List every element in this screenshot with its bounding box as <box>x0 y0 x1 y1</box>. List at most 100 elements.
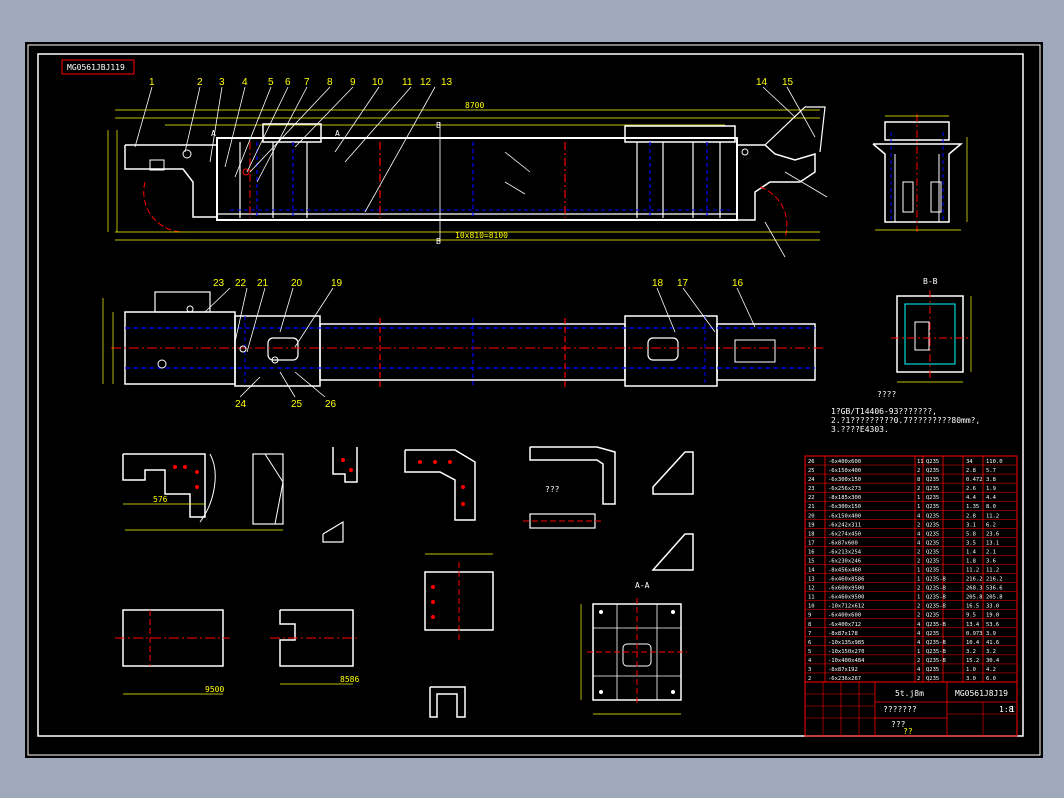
bom-cell: 15 <box>808 558 815 564</box>
bom-cell: -6x400x600 <box>828 459 861 465</box>
svg-text:17: 17 <box>677 278 689 289</box>
bom-cell: 9 <box>808 613 811 619</box>
title-part-name: 5t.j8m <box>895 689 924 698</box>
bom-cell: 10.4 <box>966 640 980 646</box>
bom-cell: 23.6 <box>986 531 999 537</box>
bom-cell: 1 <box>917 577 920 583</box>
bom-cell: 25 <box>808 468 815 474</box>
bom-cell: 2 <box>917 676 920 682</box>
svg-text:3.????E4303.: 3.????E4303. <box>831 425 889 434</box>
bom-cell: -10x400x484 <box>828 658 865 664</box>
svg-text:19: 19 <box>331 278 343 289</box>
bom-cell: 16.5 <box>966 604 979 610</box>
svg-text:9500: 9500 <box>205 685 224 694</box>
bom-cell: 11.2 <box>966 568 979 574</box>
bom-cell: Q235 <box>926 468 939 474</box>
bom-cell: 13 <box>808 577 815 583</box>
bom-cell: 4 <box>917 640 921 646</box>
bom-cell: 9.5 <box>966 613 976 619</box>
svg-text:13: 13 <box>441 77 453 88</box>
bom-cell: Q235 <box>926 531 939 537</box>
bom-cell: 4 <box>808 658 812 664</box>
bom-cell: 1.9 <box>986 486 996 492</box>
bom-cell: 16 <box>808 549 815 555</box>
bom-cell: -6x400x600 <box>828 613 861 619</box>
dim-overall: 8700 <box>465 101 484 110</box>
svg-text:23: 23 <box>213 278 225 289</box>
bom-cell: 5.8 <box>966 531 976 537</box>
bom-cell: Q235 <box>926 613 939 619</box>
bom-cell: 0.973 <box>966 631 983 637</box>
title-line2: ??????? <box>883 705 917 714</box>
bom-cell: 4 <box>917 540 921 546</box>
bom-cell: Q235 <box>926 667 939 673</box>
bom-cell: 11 <box>808 595 815 601</box>
bom-cell: Q235-B <box>926 649 947 655</box>
svg-text:11: 11 <box>402 77 413 88</box>
bom-cell: 6 <box>808 640 811 646</box>
bom-cell: Q235 <box>926 522 939 528</box>
svg-text:8586: 8586 <box>340 675 359 684</box>
bom-cell: Q235 <box>926 631 939 637</box>
svg-text:8: 8 <box>327 77 333 88</box>
bom-cell: 205.8 <box>986 595 1003 601</box>
bom-cell: Q235 <box>926 459 939 465</box>
dim-bottom: 10x810=8100 <box>455 231 508 240</box>
balloon-labels-front: 1 2 3 4 5 6 7 8 9 10 11 12 13 14 15 <box>149 77 794 88</box>
title-drawing-no: MG0561J8J19 <box>955 689 1008 698</box>
bom-cell: 13.1 <box>986 540 999 546</box>
bom-cell: 268.3 <box>966 586 983 592</box>
bom-cell: 2.8 <box>966 513 976 519</box>
title-sheet: 1 <box>1010 705 1015 714</box>
bom-cell: 1 <box>917 495 920 501</box>
bom-cell: 2 <box>917 486 920 492</box>
bom-cell: 19 <box>808 522 815 528</box>
bom-cell: 2.8 <box>966 468 976 474</box>
svg-text:6: 6 <box>285 77 291 88</box>
detail-part-23 <box>652 451 694 495</box>
bom-cell: -6x150x400 <box>828 468 861 474</box>
section-bb: B-B <box>891 277 972 383</box>
drawing-canvas[interactable]: MG0561JBJ119 8700 <box>25 42 1043 758</box>
bom-cell: 53.6 <box>986 622 999 628</box>
bom-cell: 2 <box>917 658 920 664</box>
bom-cell: 1 <box>917 568 920 574</box>
detail-part-5 <box>523 446 616 529</box>
svg-text:25: 25 <box>291 399 303 410</box>
bom-cell: 4 <box>917 631 921 637</box>
svg-text:12: 12 <box>420 77 432 88</box>
detail-part-13: 8586 <box>270 609 360 685</box>
bom-cell: 3.2 <box>966 649 976 655</box>
svg-text:16: 16 <box>732 278 744 289</box>
bom-cell: -6x213x254 <box>828 549 862 555</box>
bom-cell: Q235-B <box>926 577 947 583</box>
bom-cell: Q235 <box>926 676 939 682</box>
bom-cell: Q235-B <box>926 604 947 610</box>
bom-cell: 11.2 <box>986 568 999 574</box>
bom-cell: 0.472 <box>966 477 983 483</box>
bom-cell: 2.1 <box>986 549 996 555</box>
bom-cell: 11 <box>917 459 924 465</box>
svg-text:22: 22 <box>235 278 247 289</box>
bom-cell: -6x460x8586 <box>828 577 864 583</box>
bom-cell: 3.2 <box>986 649 996 655</box>
bom-cell: -8x456x460 <box>828 568 861 574</box>
bom-cell: 2 <box>808 676 811 682</box>
bom-cell: 3.9 <box>986 631 996 637</box>
bom-cell: Q235 <box>926 540 939 546</box>
svg-text:????: ???? <box>877 390 896 399</box>
bom-cell: 1.8 <box>966 558 976 564</box>
technical-notes: ???? 1?GB/T14406-93???????, 2.?1????????… <box>831 390 980 434</box>
bom-cell: -6x460x9500 <box>828 595 864 601</box>
inner-frame <box>37 53 1024 737</box>
svg-text:1: 1 <box>149 77 155 88</box>
bom-cell: 14 <box>808 568 815 574</box>
weld-mark: ??? <box>545 485 560 494</box>
bom-cell: -6x150x400 <box>828 513 861 519</box>
bom-cell: -6x600x9500 <box>828 586 864 592</box>
bom-cell: 4.2 <box>986 667 996 673</box>
bom-cell: 536.6 <box>986 586 1003 592</box>
bom-cell: 1 <box>917 504 920 510</box>
bom-cell: 23 <box>808 486 815 492</box>
bom-cell: 33.0 <box>986 604 999 610</box>
